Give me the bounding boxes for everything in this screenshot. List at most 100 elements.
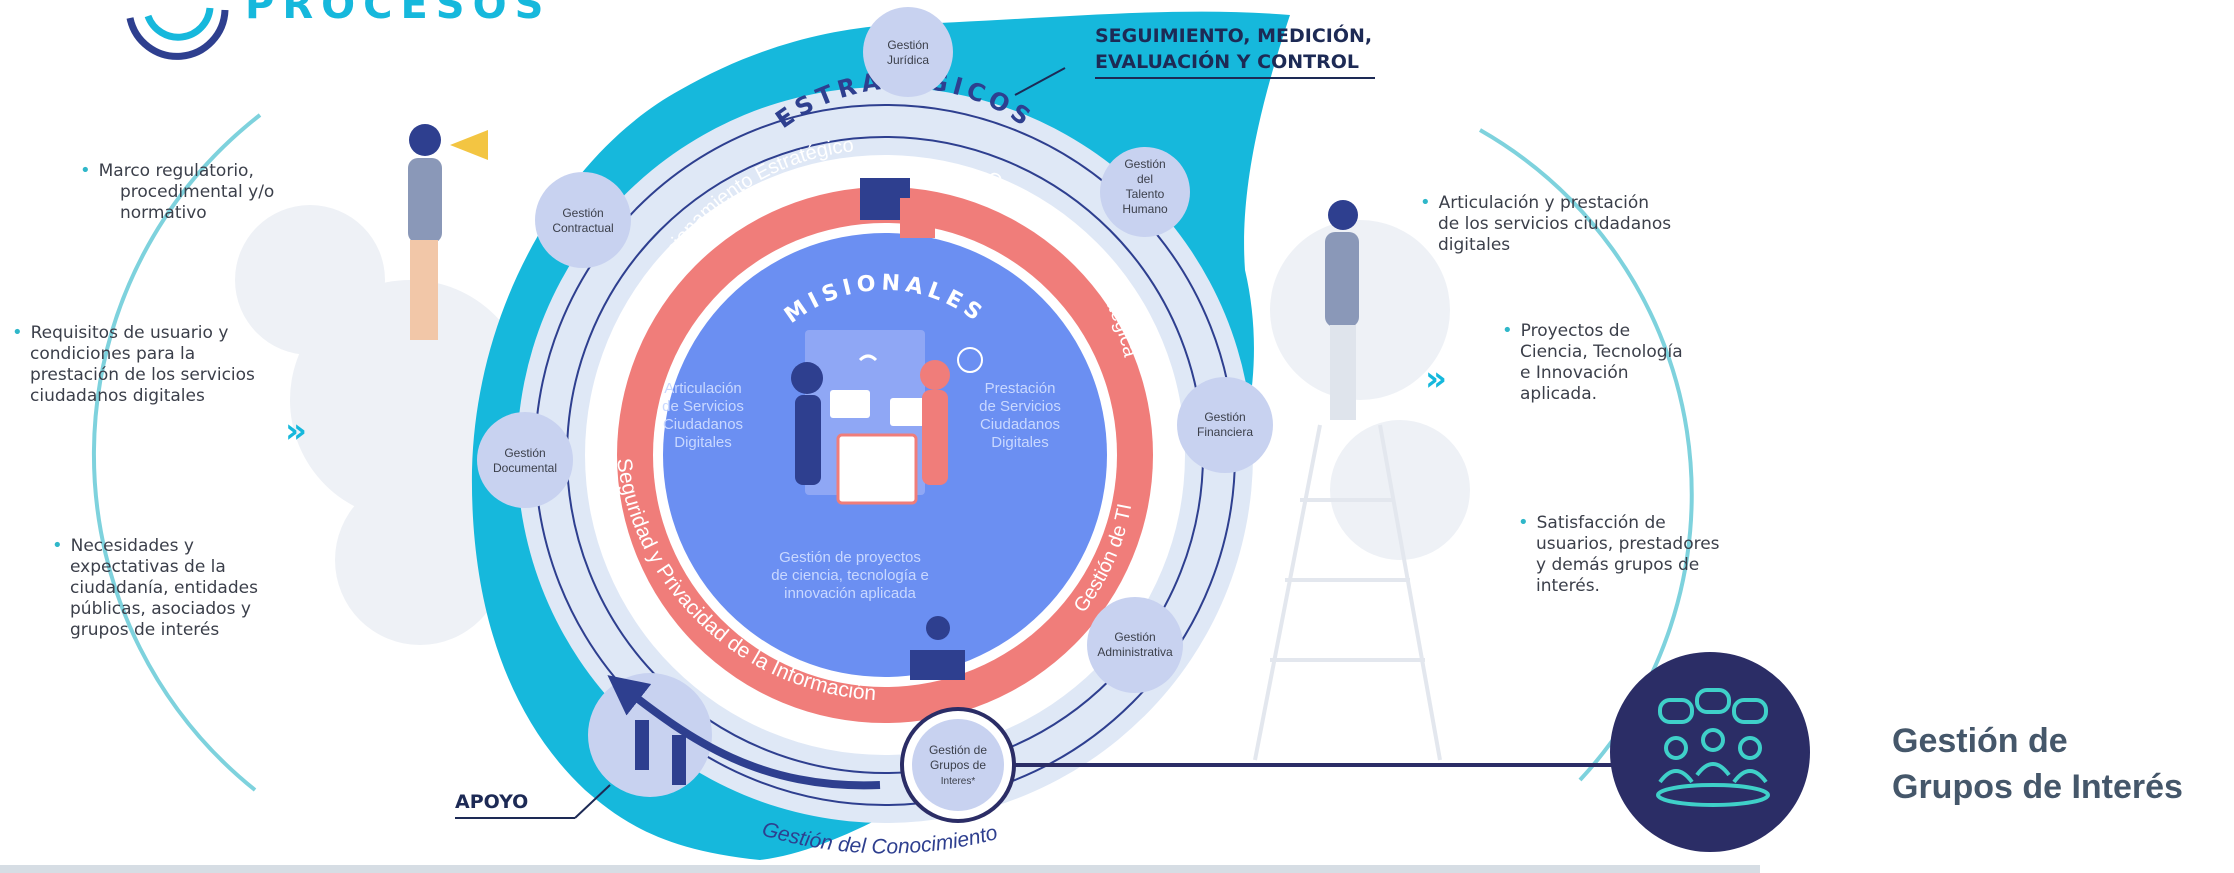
- svg-text:Gestión de proyectos: Gestión de proyectos: [779, 549, 921, 566]
- node-documental[interactable]: Gestión Documental: [477, 412, 573, 508]
- gear-icon: [1270, 220, 1450, 400]
- bullet-icon: •: [1420, 192, 1431, 213]
- svg-text:Gestión: Gestión: [504, 446, 545, 460]
- node-talento-humano[interactable]: Gestión del Talento Humano: [1100, 147, 1190, 237]
- ladder-icon: [1253, 424, 1442, 761]
- seguimiento-line2: EVALUACIÓN Y CONTROL: [1095, 49, 1359, 73]
- svg-text:Talento: Talento: [1126, 187, 1165, 201]
- person-head-icon: [791, 362, 823, 394]
- left-arc: [91, 113, 262, 792]
- person-head-icon: [920, 360, 950, 390]
- chevron-right-icon: »: [285, 411, 307, 451]
- person-body-icon: [1325, 232, 1359, 327]
- svg-text:Articulación: Articulación: [664, 380, 742, 397]
- wifi-icon: [858, 354, 878, 362]
- center-left-text: Articulación de Servicios Ciudadanos Dig…: [662, 380, 744, 451]
- apoyo-illustration: [588, 673, 881, 797]
- logo-text: PROCESOS: [245, 0, 551, 28]
- bottom-divider: [0, 865, 1760, 873]
- node-administrativa[interactable]: Gestión Administrativa: [1087, 597, 1183, 693]
- background-gears: [235, 205, 1470, 645]
- bottom-desk-illustration: [910, 616, 965, 680]
- svg-text:de Servicios: de Servicios: [662, 398, 744, 415]
- chat-bubble-icon: [890, 398, 932, 426]
- node-grupos-interes[interactable]: Gestión de Grupos de Interes*: [900, 707, 1016, 823]
- svg-text:Jurídica: Jurídica: [887, 53, 929, 67]
- person-icon: [672, 735, 686, 785]
- document-icon: [836, 433, 918, 505]
- person-head-icon: [409, 124, 441, 156]
- top-box-illustration: [860, 178, 935, 238]
- svg-text:Gestión: Gestión: [887, 38, 928, 52]
- bullet-icon: •: [80, 160, 91, 181]
- megaphone-icon: [450, 130, 488, 160]
- node-juridica[interactable]: Gestión Jurídica: [863, 7, 953, 97]
- desk-icon: [910, 650, 965, 680]
- person-icon: [635, 720, 649, 770]
- bullet-icon: •: [52, 535, 63, 556]
- left-person-illustration: [408, 124, 488, 340]
- svg-text:Gestión: Gestión: [1204, 410, 1245, 424]
- gear-icon: [290, 280, 530, 520]
- chevron-right-icon: »: [1425, 359, 1447, 399]
- center-bottom-text: Gestión de proyectos de ciencia, tecnolo…: [771, 549, 929, 602]
- svg-text:Humano: Humano: [1122, 202, 1168, 216]
- left-item-1: •Marco regulatorio, procedimental y/o no…: [80, 160, 275, 223]
- right-item-2: •Proyectos de Ciencia, Tecnología e Inno…: [1502, 320, 1683, 404]
- apoyo-arrow-icon: [607, 675, 881, 790]
- chat-bubble-icon: [830, 390, 870, 418]
- logo-swirl-icon: [126, 9, 229, 60]
- svg-text:Gestión: Gestión: [1114, 630, 1155, 644]
- svg-text:innovación aplicada: innovación aplicada: [784, 585, 916, 602]
- bullet-icon: •: [1518, 512, 1529, 533]
- right-person-illustration: [1253, 200, 1442, 761]
- person-legs-icon: [1330, 325, 1356, 420]
- svg-text:Contractual: Contractual: [552, 221, 613, 235]
- person-body-icon: [408, 158, 442, 243]
- left-item-3: •Necesidades y expectativas de la ciudad…: [52, 535, 258, 640]
- callout-icon-circle: [1610, 652, 1810, 852]
- svg-text:Prestación: Prestación: [985, 380, 1056, 397]
- svg-text:Administrativa: Administrativa: [1097, 645, 1173, 659]
- box-icon: [900, 198, 935, 238]
- callout-title: Gestión de Grupos de Interés: [1892, 722, 2183, 806]
- person-head-icon: [1328, 200, 1358, 230]
- left-item-2: •Requisitos de usuario y condiciones par…: [12, 322, 255, 406]
- svg-text:Grupos de: Grupos de: [930, 758, 986, 772]
- cloud-icon: [957, 347, 983, 373]
- svg-text:de ciencia, tecnología e: de ciencia, tecnología e: [771, 567, 929, 584]
- center-illustration: [791, 330, 983, 505]
- gear-icon: [335, 475, 505, 645]
- svg-text:Documental: Documental: [493, 461, 557, 475]
- person-body-icon: [795, 395, 821, 485]
- person-body-icon: [922, 390, 948, 485]
- center-right-text: Prestación de Servicios Ciudadanos Digit…: [979, 380, 1061, 451]
- bullet-icon: •: [1502, 320, 1513, 341]
- node-financiera[interactable]: Gestión Financiera: [1177, 377, 1273, 473]
- svg-text:Ciudadanos: Ciudadanos: [980, 416, 1060, 433]
- seguimiento-pointer: [1014, 67, 1066, 96]
- right-item-1: •Articulación y prestación de los servic…: [1420, 192, 1672, 255]
- bullet-icon: •: [12, 322, 23, 343]
- svg-text:Ciudadanos: Ciudadanos: [663, 416, 743, 433]
- svg-text:del: del: [1137, 172, 1153, 186]
- svg-text:Gestión: Gestión: [1124, 157, 1165, 171]
- apoyo-label: APOYO: [455, 791, 528, 813]
- svg-text:Gestión de: Gestión de: [929, 743, 987, 757]
- right-item-3: •Satisfacción de usuarios, prestadores y…: [1518, 512, 1720, 596]
- apoyo-pointer: [574, 784, 611, 819]
- gear-icon: [1330, 420, 1470, 560]
- svg-text:Digitales: Digitales: [674, 434, 732, 451]
- svg-text:Financiera: Financiera: [1197, 425, 1253, 439]
- node-contractual[interactable]: Gestión Contractual: [535, 172, 631, 268]
- svg-text:Digitales: Digitales: [991, 434, 1049, 451]
- person-head-icon: [926, 616, 950, 640]
- seguimiento-line1: SEGUIMIENTO, MEDICIÓN,: [1095, 23, 1372, 47]
- people-meeting-icon: [1656, 688, 1770, 807]
- svg-text:de Servicios: de Servicios: [979, 398, 1061, 415]
- svg-text:Interes*: Interes*: [941, 776, 976, 787]
- person-legs-icon: [410, 240, 438, 340]
- logo-swirl-inner-icon: [144, 7, 214, 41]
- svg-text:Gestión: Gestión: [562, 206, 603, 220]
